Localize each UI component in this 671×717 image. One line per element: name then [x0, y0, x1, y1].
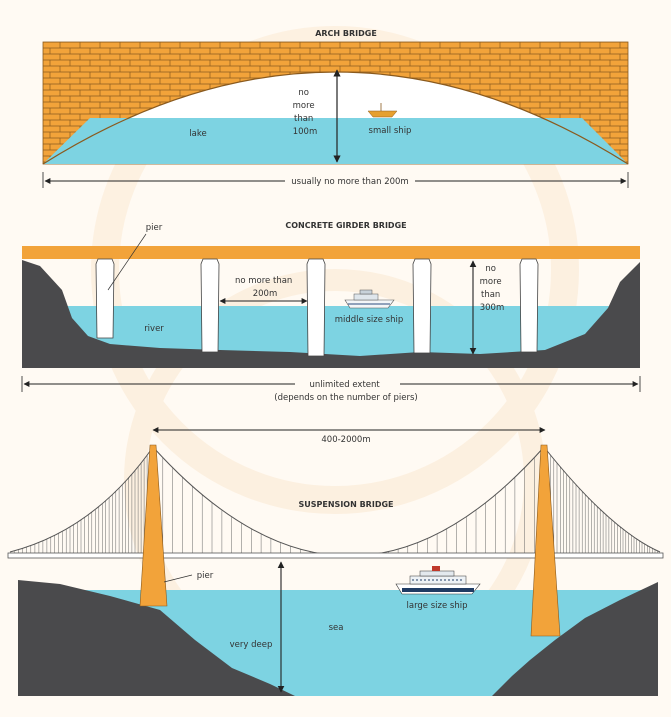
girder-spacing-label: no more than 200m [235, 276, 295, 299]
arch-height-label: no more than 100m [293, 88, 318, 137]
girder-height-line: no [485, 264, 496, 274]
girder-pier-label: pier [146, 223, 163, 233]
suspension-span-label: 400-2000m [321, 435, 370, 445]
girder-height-line: 300m [480, 303, 505, 313]
girder-extent-line: (depends on the number of piers) [274, 393, 417, 403]
girder-extent-label: unlimited extent (depends on the number … [274, 380, 417, 403]
lake-label: lake [189, 129, 206, 139]
small-ship-label: small ship [369, 126, 412, 136]
arch-height-line: more [293, 101, 315, 111]
girder-deck [22, 246, 640, 259]
arch-bridge-section: ARCH BRIDGE no more than 100m lake small… [42, 29, 629, 188]
arch-height-line: than [294, 114, 313, 124]
river-label: river [144, 324, 164, 334]
middle-size-ship-icon [344, 289, 395, 309]
girder-pier [412, 258, 432, 354]
girder-extent-line: unlimited extent [310, 380, 381, 390]
suspension-span-label-bg [305, 432, 391, 446]
small-ship-icon [367, 103, 398, 118]
large-size-ship-icon [395, 566, 481, 595]
girder-pier [200, 258, 220, 353]
arch-lake-water [43, 118, 628, 164]
suspension-pier-label: pier [197, 571, 214, 581]
girder-height-line: more [480, 277, 502, 287]
river-valley-rock [22, 260, 640, 368]
suspension-deck [7, 552, 664, 559]
girder-height-line: than [481, 290, 500, 300]
large-size-ship-label: large size ship [407, 601, 468, 611]
right-tower [530, 444, 561, 637]
arch-height-line: no [298, 88, 309, 98]
girder-pier [95, 258, 115, 339]
left-tower [139, 444, 168, 607]
arch-span-label: usually no more than 200m [291, 177, 408, 187]
suspension-bridge-title: SUSPENSION BRIDGE [299, 500, 394, 509]
suspension-bridge-section: 400-2000m SUSPENSION BRIDGE pier very de… [7, 427, 664, 696]
right-cliff-rock [492, 582, 658, 696]
girder-piers [95, 258, 539, 357]
depth-label: very deep [230, 640, 273, 650]
girder-bridge-title: CONCRETE GIRDER BRIDGE [285, 221, 406, 230]
girder-spacing-line: 200m [253, 289, 278, 299]
middle-size-ship-label: middle size ship [335, 315, 403, 325]
girder-bridge-section: CONCRETE GIRDER BRIDGE pier no more than… [21, 221, 641, 403]
girder-spacing-line: no more than [235, 276, 292, 286]
suspension-pier-leader [163, 574, 193, 583]
girder-pier-leader [107, 233, 147, 291]
suspension-hangers [13, 451, 658, 553]
arch-bridge-title: ARCH BRIDGE [315, 29, 377, 38]
sea-label: sea [329, 623, 344, 633]
arch-height-line: 100m [293, 127, 318, 137]
left-cliff-rock [18, 580, 295, 696]
girder-height-label: no more than 300m [480, 264, 505, 313]
girder-pier [519, 258, 539, 353]
girder-pier [306, 258, 326, 357]
